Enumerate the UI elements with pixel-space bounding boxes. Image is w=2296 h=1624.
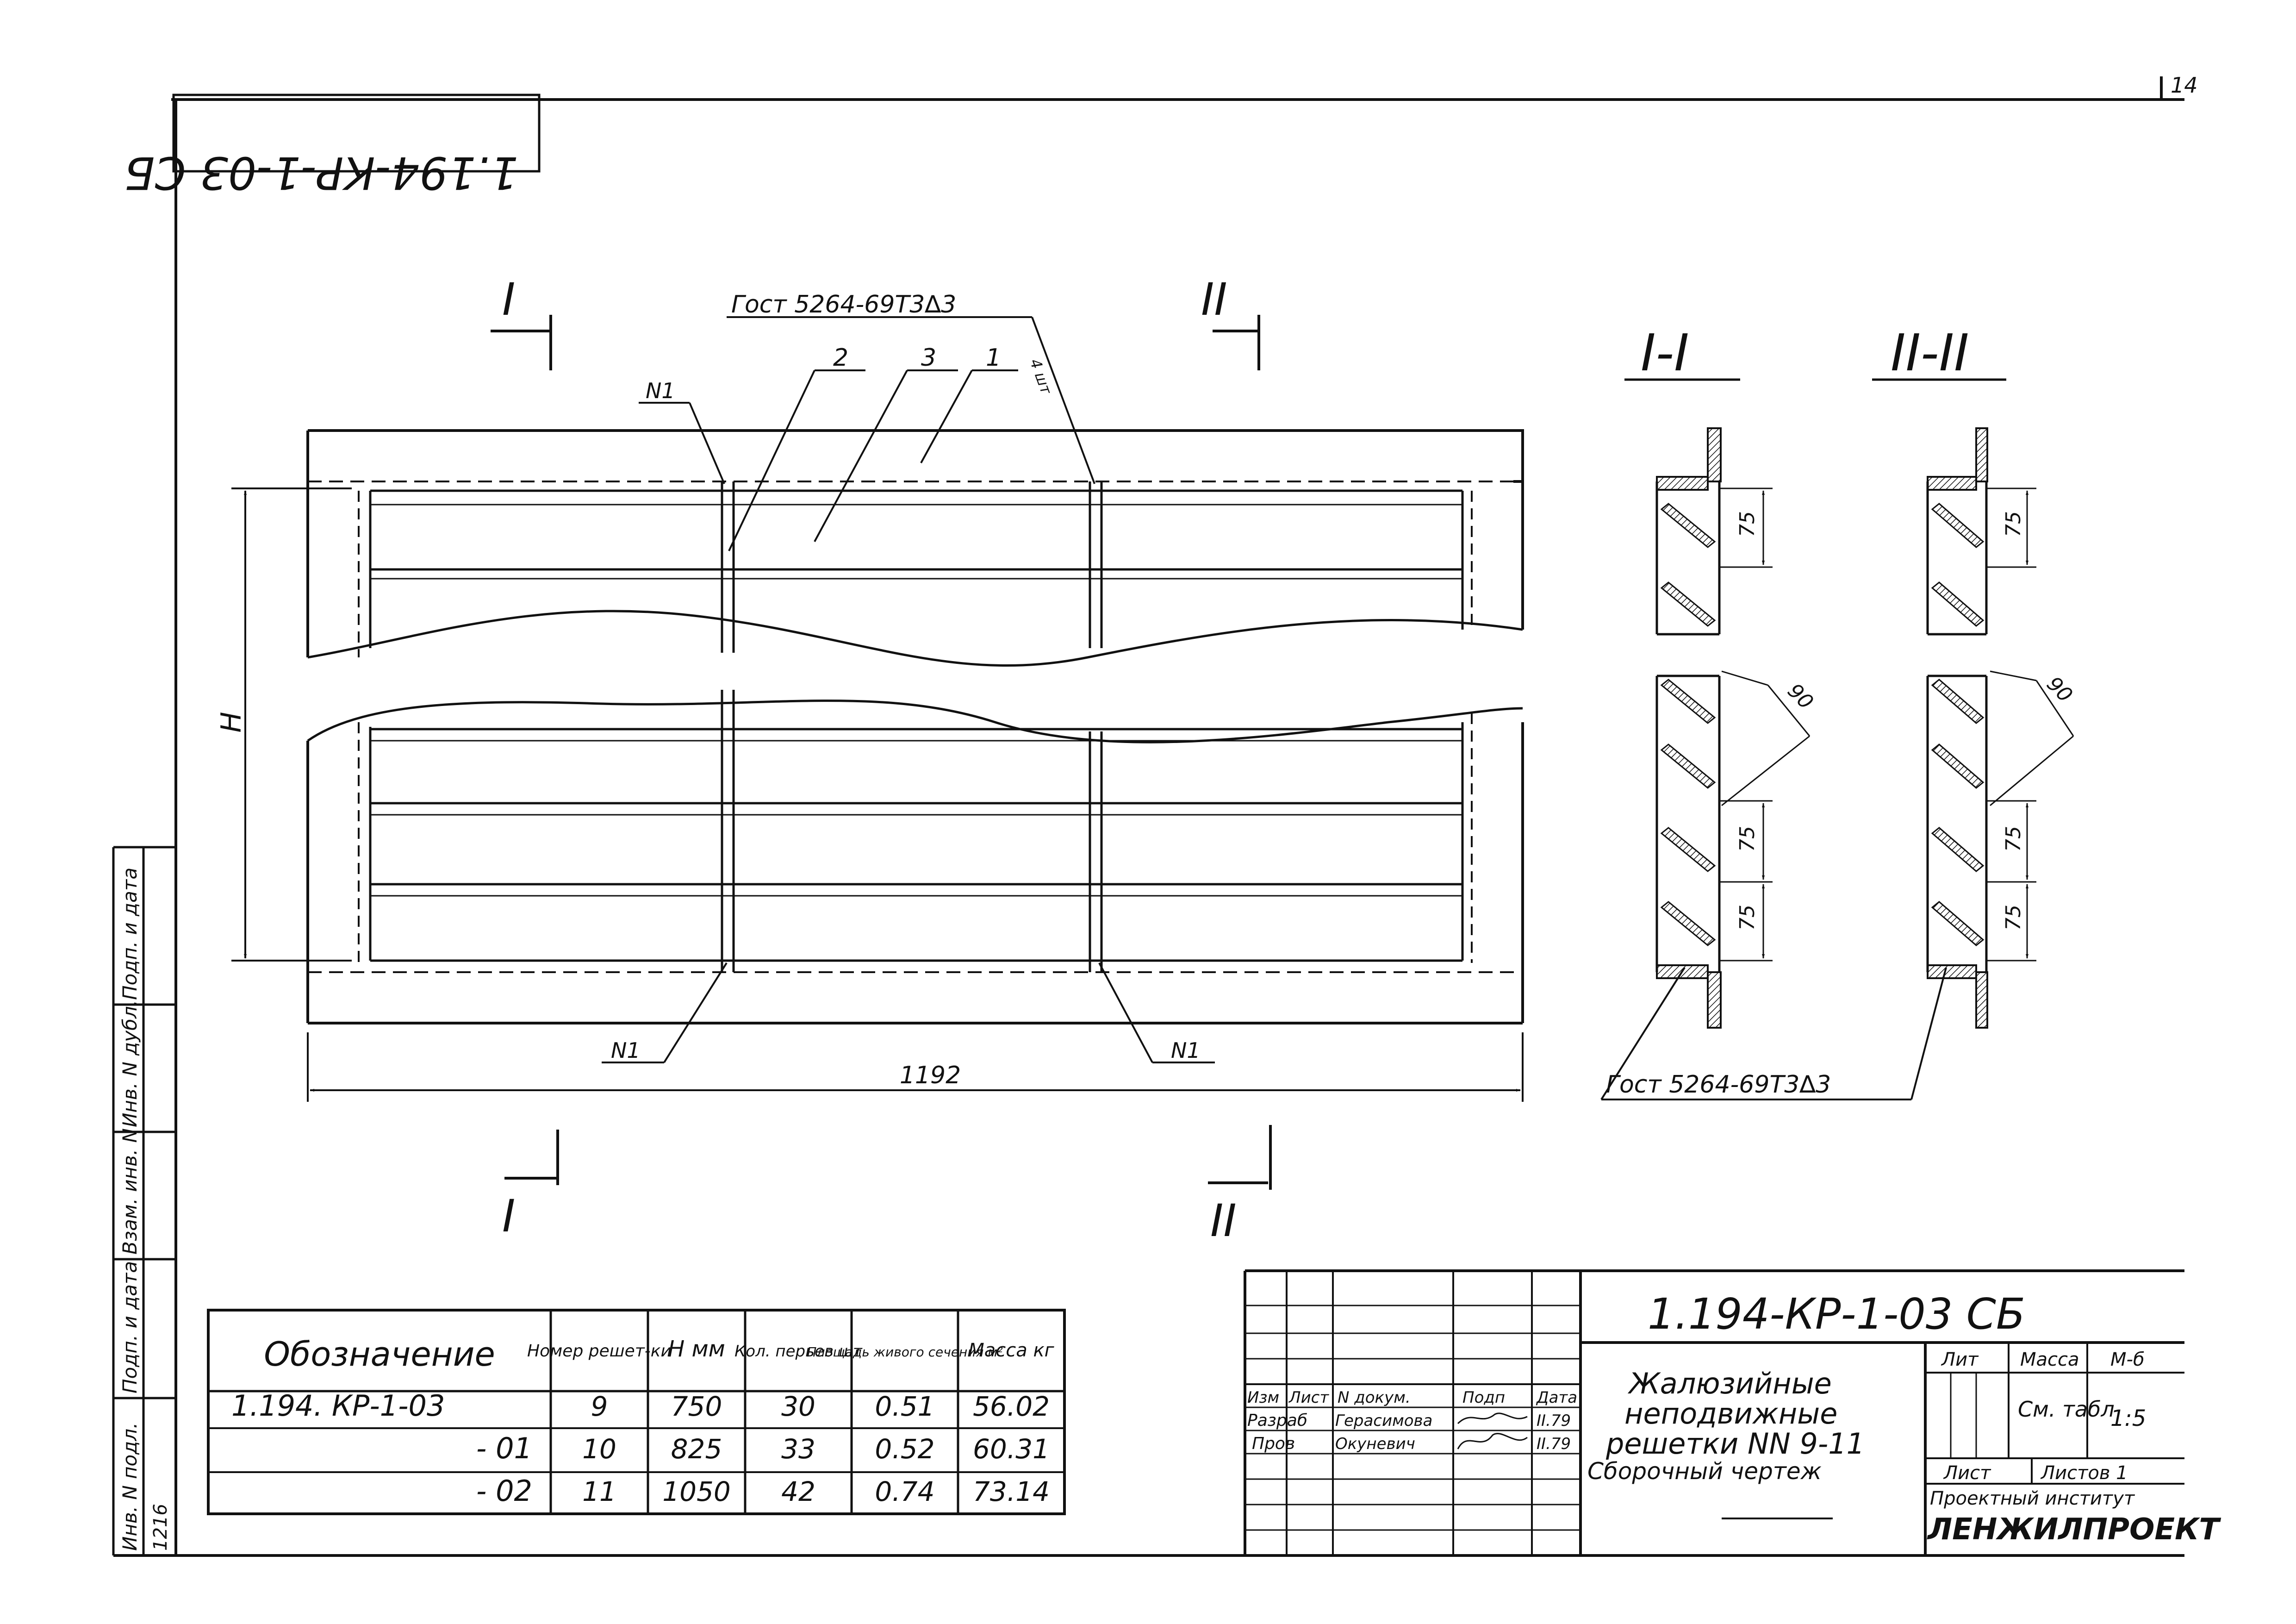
title-staff-1-role: Разраб xyxy=(1247,1411,1307,1430)
side-stamp-box-2: Инв. N дубл. xyxy=(118,1000,141,1127)
spec-cell-0-5: 56.02 xyxy=(973,1391,1050,1422)
spec-header-3: Кол. перьев шт xyxy=(734,1342,863,1361)
spec-header-1: Номер решет-ки xyxy=(527,1342,672,1361)
spec-header-5: Масса кг xyxy=(968,1340,1054,1361)
spec-cell-2-2: 1050 xyxy=(662,1476,731,1507)
side-stamp-box-1: Подп. и дата xyxy=(118,868,141,1000)
spec-cell-0-1: 9 xyxy=(591,1391,608,1422)
title-staff-2-date: II.79 xyxy=(1537,1435,1571,1453)
dimension-width xyxy=(307,1032,1524,1102)
title-staff-1-date: II.79 xyxy=(1537,1412,1571,1430)
sheet-frame xyxy=(113,76,2184,1557)
title-org-line2: ЛЕНЖИЛПРОЕКТ xyxy=(1927,1512,2221,1547)
dimension-width-label: 1192 xyxy=(900,1062,961,1089)
side-stamp-box-3: Взам. инв. N xyxy=(118,1128,141,1255)
callout-2: 2 xyxy=(833,344,848,372)
callout-3: 3 xyxy=(921,344,936,372)
rotated-code-text: 1.194-КР-1-03 СБ xyxy=(124,147,518,199)
title-org-line1: Проектный институт xyxy=(1930,1488,2135,1509)
title-col-sign: Подп xyxy=(1462,1388,1505,1407)
section-mark-2-top: II xyxy=(1201,274,1227,325)
spec-table xyxy=(207,1309,1066,1515)
title-line-4: Сборочный чертеж xyxy=(1587,1458,1822,1485)
leader-lines xyxy=(602,316,1215,1063)
section-cut-markers xyxy=(491,315,1272,1190)
title-col-doc: N докум. xyxy=(1338,1388,1411,1407)
section-2-dim-75-top: 75 xyxy=(2002,511,2025,537)
title-mass-label: Масса xyxy=(2020,1349,2079,1370)
weld-leader-bottom xyxy=(1600,967,1947,1100)
spec-cell-2-3: 42 xyxy=(781,1476,815,1507)
spec-cell-1-4: 0.52 xyxy=(875,1433,934,1465)
title-line-2: неподвижные xyxy=(1624,1397,1837,1430)
spec-cell-0-0: 1.194. КР-1-03 xyxy=(231,1389,445,1423)
rotated-code-stamp: 1.194-КР-1-03 СБ xyxy=(124,94,541,199)
spec-header-4: Площадь живого сечения м² xyxy=(807,1344,1002,1360)
title-line-1: Жалюзийные xyxy=(1627,1367,1832,1400)
section-mark-2-bottom: II xyxy=(1210,1195,1237,1247)
n1-label-bottom-right: N1 xyxy=(1171,1038,1201,1063)
spec-cell-1-2: 825 xyxy=(671,1433,722,1465)
title-sheet-label: Лист xyxy=(1943,1462,1991,1484)
side-stamp-box-5: Инв. N подл. xyxy=(118,1423,141,1551)
title-staff-2-role: Пров xyxy=(1252,1434,1295,1453)
callout-4sht: 4 шт xyxy=(1026,356,1055,397)
spec-header-0: Обозначение xyxy=(264,1335,495,1374)
section-2-title: II-II xyxy=(1891,323,1969,382)
title-staff-1-name: Герасимова xyxy=(1335,1412,1432,1430)
dimension-h xyxy=(231,487,352,962)
title-staff-2-name: Окуневич xyxy=(1335,1435,1415,1453)
section-1-title: I-I xyxy=(1641,323,1689,382)
spec-cell-0-4: 0.51 xyxy=(875,1391,934,1422)
title-block-code: 1.194-КР-1-03 СБ xyxy=(1648,1289,2025,1339)
section-2-dim-75-bot: 75 xyxy=(2002,905,2025,931)
spec-header-2: H мм xyxy=(668,1336,725,1362)
title-staff-1-signature xyxy=(1457,1412,1528,1424)
spec-cell-2-4: 0.74 xyxy=(875,1476,934,1507)
side-stamp-handwritten: 1216 xyxy=(150,1504,171,1551)
spec-cell-1-1: 10 xyxy=(582,1433,616,1465)
section-mark-1-top: I xyxy=(502,274,515,325)
title-line-3: решетки NN 9-11 xyxy=(1605,1427,1865,1461)
section-1-view xyxy=(1655,427,1811,1029)
spec-cell-0-2: 750 xyxy=(671,1391,722,1422)
title-mass-value: См. табл xyxy=(2018,1397,2115,1422)
callout-1: 1 xyxy=(986,344,1001,372)
weld-note-top: Гост 5264-69Т3∆3 xyxy=(731,291,956,319)
n1-label-bottom-left: N1 xyxy=(611,1038,641,1063)
section-1-dim-75-mid: 75 xyxy=(1736,826,1759,852)
section-2-dim-90: 90 xyxy=(2042,672,2077,707)
title-sheets-label: Листов 1 xyxy=(2040,1462,2128,1484)
section-mark-1-bottom: I xyxy=(502,1190,515,1242)
title-col-date: Дата xyxy=(1536,1388,1577,1407)
title-block xyxy=(1244,1269,2184,1555)
side-stamp-box-4: Подп. и дата xyxy=(118,1261,141,1393)
title-staff-2-signature xyxy=(1457,1433,1528,1449)
spec-cell-2-5: 73.14 xyxy=(973,1476,1050,1507)
section-2-dim-75-mid: 75 xyxy=(2002,826,2025,852)
spec-cell-0-3: 30 xyxy=(781,1391,815,1422)
spec-cell-2-0: - 02 xyxy=(476,1474,532,1508)
spec-cell-1-5: 60.31 xyxy=(973,1433,1050,1465)
title-scale-value: 1:5 xyxy=(2110,1405,2146,1431)
section-1-dim-75-bot: 75 xyxy=(1736,905,1759,931)
n1-label-top: N1 xyxy=(646,378,675,403)
title-lit-label: Лит xyxy=(1941,1349,1979,1370)
page-number: 14 xyxy=(2171,73,2198,98)
title-scale-label: М-б xyxy=(2110,1349,2145,1370)
section-1-dim-75-top: 75 xyxy=(1736,511,1759,537)
spec-cell-1-0: - 01 xyxy=(476,1431,532,1465)
spec-table-text: Обозначение Номер решет-киH мм Кол. перьев… xyxy=(231,1335,1055,1508)
spec-cell-2-1: 11 xyxy=(582,1476,616,1507)
side-stamp xyxy=(112,846,176,1555)
dimension-h-label: H xyxy=(215,712,248,732)
title-col-izm: Изм xyxy=(1247,1388,1279,1407)
spec-cell-1-3: 33 xyxy=(781,1433,815,1465)
weld-note-bottom: Гост 5264-69Т3∆3 xyxy=(1606,1071,1831,1099)
grille-main-view xyxy=(306,429,1524,1024)
title-col-list: Лист xyxy=(1288,1388,1329,1407)
section-2-view xyxy=(1926,427,2074,1029)
